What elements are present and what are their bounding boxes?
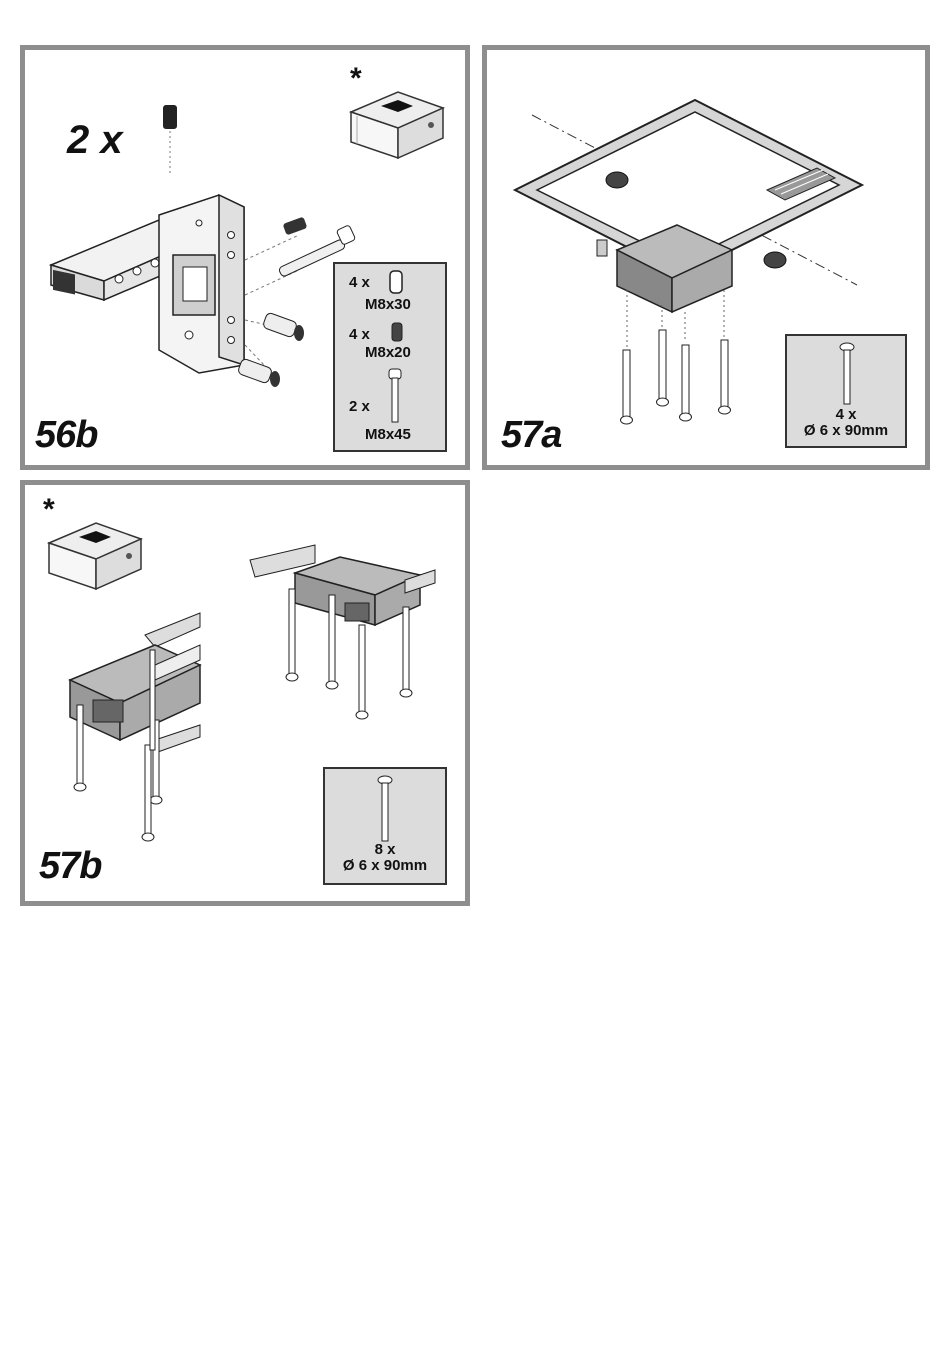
- part-spec-1: Ø 6 x 90mm: [787, 422, 905, 439]
- set-screw-icon: [391, 322, 403, 342]
- step-57b-panel: *: [20, 480, 470, 906]
- part-spec-1: Ø 6 x 90mm: [325, 857, 445, 874]
- part-spec-1: M8x30: [365, 296, 411, 313]
- parts-list-box: 8 x Ø 6 x 90mm: [323, 767, 447, 885]
- part-spec-3: M8x45: [365, 426, 411, 443]
- set-screw-icon: [163, 105, 177, 175]
- step-number: 56b: [35, 414, 97, 457]
- part-qty-2: 4 x: [349, 326, 370, 343]
- set-screw-icon: [389, 270, 403, 294]
- sleeve-icon: [237, 312, 304, 387]
- step-number: 57a: [501, 414, 561, 457]
- part-qty-1: 8 x: [325, 841, 445, 858]
- part-qty-1: 4 x: [349, 274, 370, 291]
- parts-list-box: 4 x Ø 6 x 90mm: [785, 334, 907, 448]
- part-spec-2: M8x20: [365, 344, 411, 361]
- bracket-assembly-drawing: [49, 95, 349, 375]
- profile-detail-icon: [343, 70, 453, 160]
- step-56b-panel: 2 x *: [20, 45, 470, 470]
- part-qty-1: 4 x: [787, 406, 905, 423]
- step-57a-panel: 4 x Ø 6 x 90mm 57a: [482, 45, 930, 470]
- bolt-icon: [839, 342, 855, 406]
- step-number: 57b: [39, 845, 101, 888]
- part-qty-3: 2 x: [349, 398, 370, 415]
- bolt-icon: [387, 368, 403, 424]
- parts-list-box: 4 x M8x30 4 x M8x20 2 x M8x45: [333, 262, 447, 452]
- bolt-icon: [377, 775, 393, 843]
